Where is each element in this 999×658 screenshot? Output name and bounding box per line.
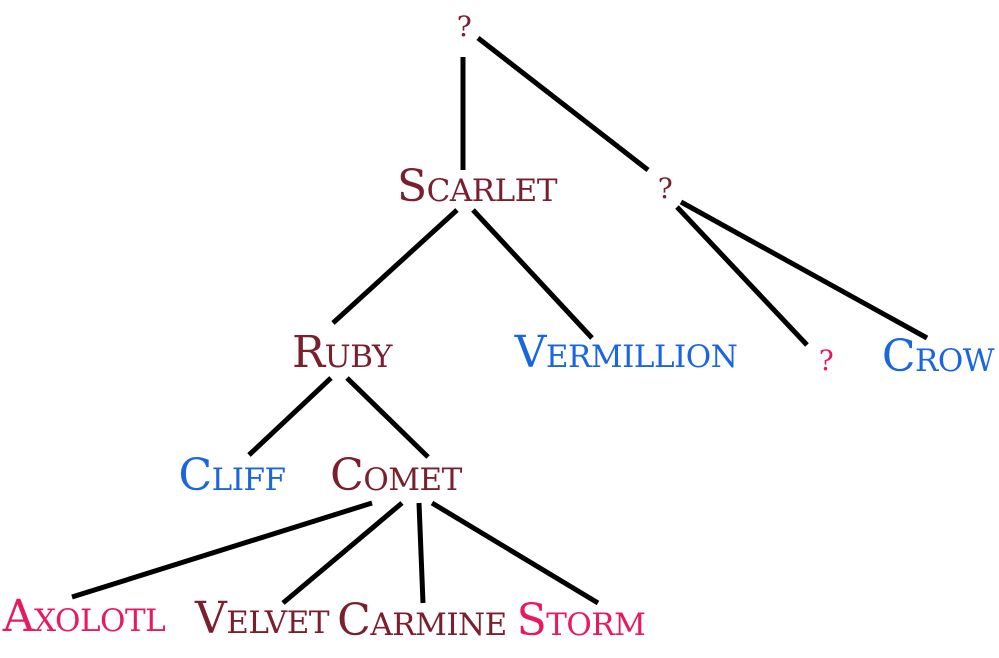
edge-comet-carmine: [416, 502, 426, 604]
edge-scarlet-vermillion: [471, 208, 594, 340]
node-carmine: Carmine: [337, 595, 507, 646]
node-cliff: Cliff: [178, 450, 286, 501]
node-velvet: Velvet: [194, 593, 330, 644]
edge-upper-right-unknown: [675, 205, 809, 347]
edge-scarlet-ruby: [331, 208, 459, 325]
edge-comet-storm: [430, 500, 600, 606]
node-root: ?: [456, 10, 472, 43]
node-crow: Crow: [881, 331, 995, 382]
node-storm: Storm: [516, 595, 646, 646]
edge-root-upper-right: [476, 36, 650, 172]
node-ruby: Ruby: [292, 327, 392, 378]
node-upper-right: ?: [657, 172, 673, 205]
edge-comet-axolotl: [71, 500, 373, 600]
node-vermillion: Vermillion: [514, 327, 738, 378]
node-right-unknown: ?: [818, 344, 834, 377]
edge-ruby-comet: [345, 376, 430, 459]
node-scarlet: Scarlet: [397, 161, 557, 212]
edge-comet-velvet: [281, 501, 404, 605]
node-axolotl: Axolotl: [2, 591, 166, 642]
edge-upper-right-crow: [679, 199, 929, 341]
node-comet: Comet: [330, 450, 462, 501]
edge-ruby-cliff: [247, 376, 333, 457]
